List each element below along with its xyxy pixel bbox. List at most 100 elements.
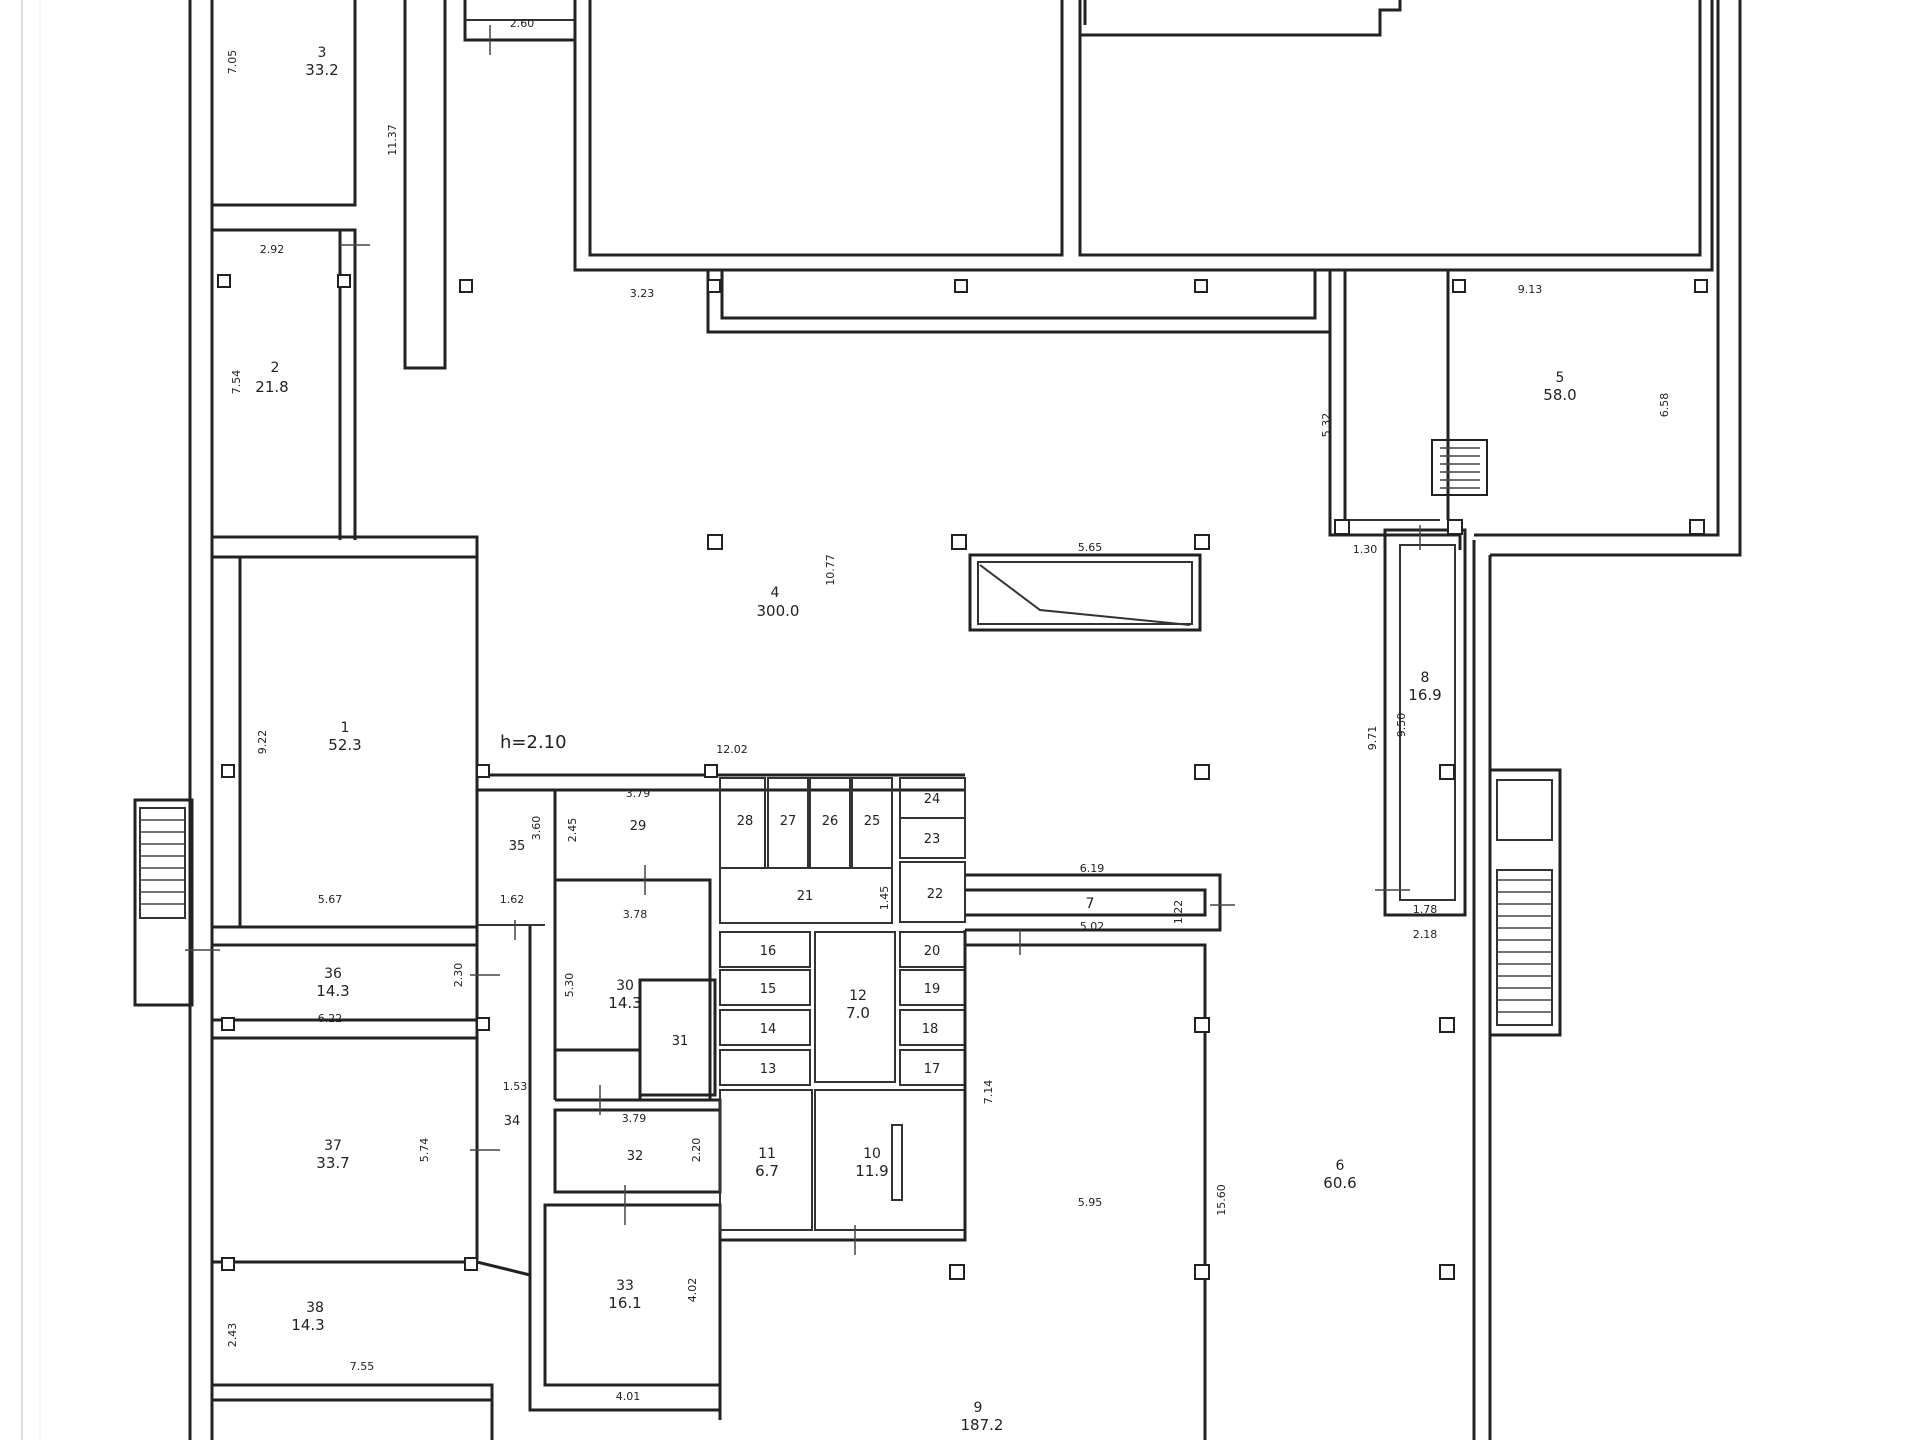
dimension: 4.01: [616, 1390, 641, 1403]
dimension: 2.18: [1413, 928, 1438, 941]
room-number: 36: [324, 966, 342, 982]
dimension: 3.78: [623, 908, 648, 921]
room-number: 37: [324, 1138, 342, 1154]
room-number: 35: [509, 839, 526, 854]
room-number: 19: [924, 982, 941, 997]
stairs-right: [1488, 768, 1562, 1037]
room-area: 52.3: [328, 736, 361, 754]
room-number: 34: [504, 1114, 521, 1129]
room-number: 38: [306, 1300, 324, 1316]
dimension: 7.55: [350, 1360, 375, 1373]
dimension: 3.23: [630, 287, 655, 300]
dimension: 5.32: [1320, 413, 1333, 438]
dimension-labels: 7.0 5 2.60 11.37 2.92 7.54 3.23 9.13 5.32…: [226, 17, 1671, 1403]
room-area: 187.2: [961, 1416, 1004, 1434]
dimension: 1.53: [503, 1080, 528, 1093]
dimension: 5.65: [1078, 541, 1103, 554]
room-number: 22: [927, 887, 944, 902]
room-number: 16: [760, 944, 777, 959]
room-number: 27: [780, 814, 797, 829]
dimension: 5.02: [1080, 920, 1105, 933]
room-area: 33.7: [316, 1154, 349, 1172]
room-number: 11: [758, 1146, 776, 1162]
room-number: 26: [822, 814, 839, 829]
room-area: 16.9: [1408, 686, 1441, 704]
dimension: 5.67: [318, 893, 343, 906]
dimension: 2.92: [260, 243, 285, 256]
room-area: 14.3: [316, 982, 349, 1000]
room-number: 9: [974, 1400, 983, 1416]
room-number: 1: [341, 720, 350, 736]
dimension: 5.95: [1078, 1196, 1103, 1209]
room-number: 13: [760, 1062, 777, 1077]
room-area: 60.6: [1323, 1174, 1356, 1192]
room-area: 14.3: [291, 1316, 324, 1334]
dimension: 9.71: [1366, 726, 1379, 751]
room-number: 4: [771, 585, 780, 601]
room-number: 23: [924, 832, 941, 847]
left-rooms: [210, 775, 545, 1440]
room-area: 21.8: [255, 378, 288, 396]
room-number: 29: [630, 819, 647, 834]
stairs-left: [133, 798, 194, 1007]
dimension: 7.54: [230, 370, 243, 395]
dimension: 6.22: [318, 1012, 343, 1025]
dimension: 9.22: [256, 730, 269, 755]
room-number: 18: [922, 1022, 939, 1037]
room-area: 33.2: [305, 61, 338, 79]
dimension: 3.79: [626, 787, 651, 800]
central-block: [475, 773, 1222, 1440]
dimension: 11.37: [386, 124, 399, 156]
dimension: 5.74: [418, 1138, 431, 1163]
dimension: 2.45: [566, 818, 579, 843]
room-area: 14.3: [608, 994, 641, 1012]
dimension: 2.20: [690, 1138, 703, 1163]
room-number: 15: [760, 982, 777, 997]
room-number: 8: [1421, 670, 1430, 686]
dimension: 4.02: [686, 1278, 699, 1303]
dimension: 1.45: [878, 886, 891, 911]
door-marks: [185, 25, 1421, 1255]
dimension: 2.43: [226, 1323, 239, 1348]
dimension: 1.30: [1353, 543, 1378, 556]
room-number: 5: [1556, 370, 1565, 386]
room-number: 10: [863, 1146, 881, 1162]
room-number: 20: [924, 944, 941, 959]
room-number: 6: [1336, 1158, 1345, 1174]
dimension: 15.60: [1215, 1184, 1228, 1216]
room-area: 58.0: [1543, 386, 1576, 404]
room-number: 14: [760, 1022, 777, 1037]
room-number: 32: [627, 1149, 644, 1164]
dimension: 3.60: [530, 816, 543, 841]
wc-row: [719, 777, 966, 924]
small-room-labels: 35 29 28 27 26 25 24 23 22 21 20 19 18 1…: [504, 792, 944, 1164]
dimension: 9.13: [1518, 283, 1543, 296]
room-area: 16.1: [608, 1294, 641, 1312]
dimension: 3.79: [622, 1112, 647, 1125]
dimension: 7.14: [982, 1080, 995, 1105]
dimension: 1.22: [1172, 900, 1185, 925]
room-number: 3: [318, 45, 327, 61]
room-number: 2: [271, 360, 280, 376]
room-number: 31: [672, 1034, 689, 1049]
room-3: [212, 0, 577, 370]
dimension: 5.30: [563, 973, 576, 998]
room-area: 7.0: [846, 1004, 870, 1022]
dimension: 6.19: [1080, 862, 1105, 875]
room-number: 24: [924, 792, 941, 807]
dimension: 12.02: [716, 743, 748, 756]
dimension: 6.58: [1658, 393, 1671, 418]
room-number: 25: [864, 814, 881, 829]
ramp: [968, 553, 1202, 632]
room-area: 11.9: [855, 1162, 888, 1180]
room-labels: 3 33.2 2 21.8 1 52.3 4 300.0 5 58.0 8 16…: [255, 45, 1576, 1434]
dimension: 9.50: [1395, 713, 1408, 738]
top-blocks: [573, 0, 1714, 334]
room-number: 28: [737, 814, 754, 829]
room-8: [1383, 528, 1467, 917]
height-note: h=2.10: [500, 732, 567, 753]
dimension: 2.60: [510, 17, 535, 30]
columns: [217, 274, 1708, 1280]
room-number: 33: [616, 1278, 634, 1294]
